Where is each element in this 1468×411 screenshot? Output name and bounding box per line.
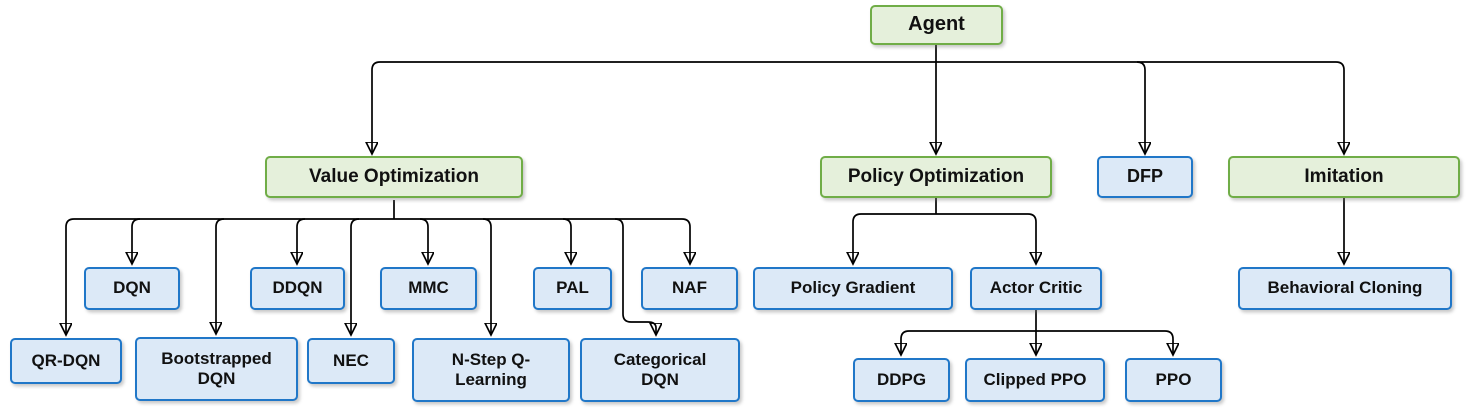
node-n-step-q-learning-label: N-Step Q-Learning [451, 349, 531, 389]
edge-agent-imitation [936, 61, 1344, 153]
node-qr-dqn-label: QR-DQN [31, 350, 101, 370]
edge-to-actor-critic [1027, 213, 1036, 263]
node-clipped-ppo-label: Clipped PPO [983, 369, 1087, 389]
edge-agent-dfp [1136, 61, 1145, 153]
node-bootstrapped-dqn-label: Bootstrapped DQN [161, 348, 272, 388]
edge-to-qr-dqn [66, 218, 75, 334]
node-policy-optimization-label: Policy Optimization [847, 165, 1025, 187]
node-ddqn-label: DDQN [272, 278, 323, 298]
node-imitation: Imitation [1228, 156, 1460, 198]
node-mmc: MMC [380, 267, 477, 310]
node-policy-optimization: Policy Optimization [820, 156, 1052, 198]
edge-to-mmc [419, 218, 428, 263]
edge-to-ppo [1164, 330, 1173, 354]
node-categorical-dqn: Categorical DQN [580, 338, 740, 402]
node-ddpg-label: DDPG [876, 369, 927, 389]
node-bootstrapped-dqn: Bootstrapped DQN [135, 337, 298, 401]
edge-to-dqn [132, 218, 141, 263]
node-nec-label: NEC [333, 350, 369, 370]
node-behavioral-cloning: Behavioral Cloning [1238, 267, 1452, 310]
node-ppo-label: PPO [1155, 369, 1192, 389]
node-imitation-label: Imitation [1304, 165, 1384, 187]
node-naf-label: NAF [672, 278, 707, 298]
edge-to-ddpg [901, 330, 910, 354]
node-policy-gradient-label: Policy Gradient [790, 278, 916, 298]
node-n-step-q-learning: N-Step Q-Learning [412, 338, 570, 402]
edge-to-n-step-q-learning [482, 218, 491, 334]
node-value-optimization-label: Value Optimization [309, 165, 479, 187]
edge-to-policy-gradient [853, 213, 862, 263]
node-policy-gradient: Policy Gradient [753, 267, 953, 310]
node-categorical-dqn-label: Categorical DQN [613, 349, 707, 389]
node-nec: NEC [307, 338, 395, 384]
edge-to-categorical-dqn [614, 218, 656, 334]
edge-to-pal [562, 218, 571, 263]
edge-to-nec [351, 218, 360, 334]
node-dfp: DFP [1097, 156, 1193, 198]
node-value-optimization: Value Optimization [265, 156, 523, 198]
node-dqn-label: DQN [113, 278, 151, 298]
edge-to-bootstrapped-dqn [216, 218, 225, 333]
node-mmc-label: MMC [408, 278, 449, 298]
edge-agent-value-optimization [372, 61, 936, 153]
node-ddqn: DDQN [250, 267, 345, 310]
node-qr-dqn: QR-DQN [10, 338, 122, 384]
node-actor-critic-label: Actor Critic [989, 278, 1083, 298]
node-dqn: DQN [84, 267, 180, 310]
node-dfp-label: DFP [1127, 166, 1163, 187]
edge-to-ddqn [297, 218, 306, 263]
node-ddpg: DDPG [853, 358, 950, 402]
node-clipped-ppo: Clipped PPO [965, 358, 1105, 402]
node-naf: NAF [641, 267, 738, 310]
node-pal-label: PAL [556, 278, 589, 298]
edge-to-naf [681, 218, 690, 263]
node-ppo: PPO [1125, 358, 1222, 402]
node-pal: PAL [533, 267, 612, 310]
node-agent-label: Agent [908, 13, 965, 36]
node-behavioral-cloning-label: Behavioral Cloning [1267, 278, 1423, 298]
node-actor-critic: Actor Critic [970, 267, 1102, 310]
node-agent: Agent [870, 5, 1003, 45]
